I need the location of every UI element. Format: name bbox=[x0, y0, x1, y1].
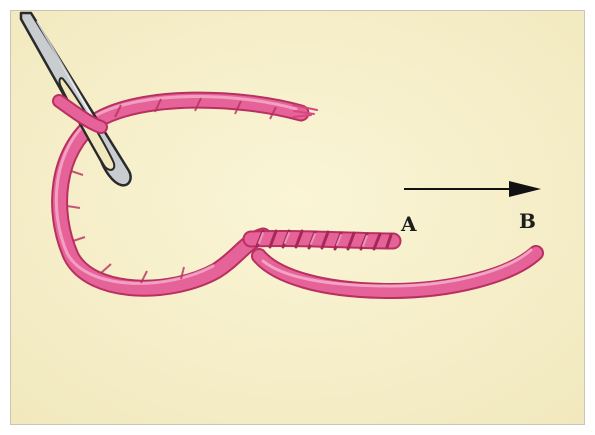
illustration-panel: A B bbox=[10, 10, 585, 425]
twisted-wrap bbox=[251, 231, 393, 249]
background bbox=[11, 11, 585, 425]
stitch-illustration: A B bbox=[11, 11, 585, 425]
label-b: B bbox=[519, 209, 536, 233]
label-a: A bbox=[400, 212, 417, 236]
